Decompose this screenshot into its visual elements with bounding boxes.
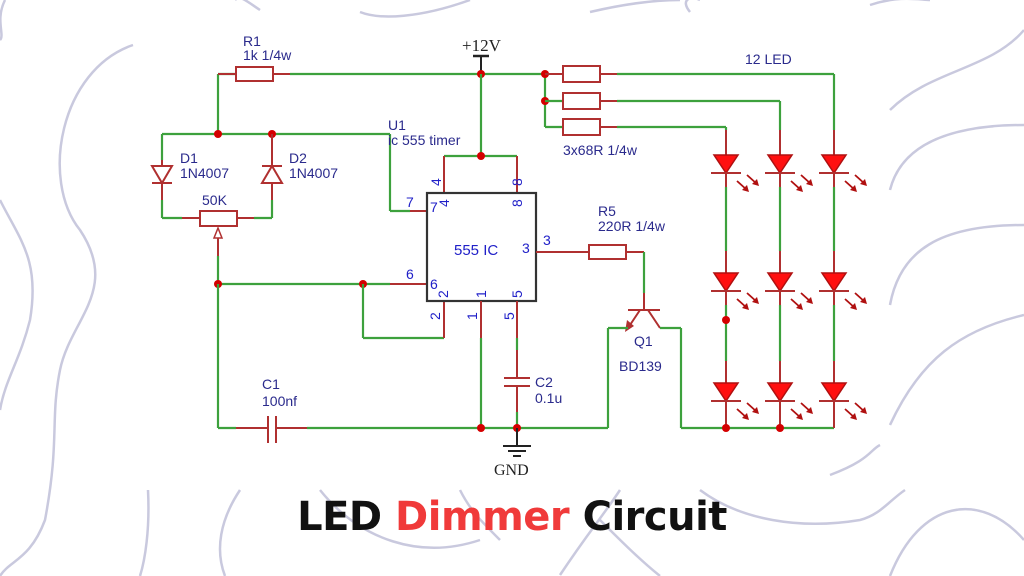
gnd-label: GND <box>494 462 529 479</box>
transistor-q1: Q1 BD139 <box>619 293 662 374</box>
pin-7-inner: 7 <box>430 199 438 215</box>
c1-value: 100nf <box>262 393 297 409</box>
pin-2-label: 2 <box>427 312 443 320</box>
led <box>819 272 867 310</box>
page-title: LED Dimmer Circuit <box>0 494 1024 540</box>
capacitor-c1: C1 100nf <box>218 376 307 443</box>
pin-3-label: 3 <box>543 232 551 248</box>
led <box>711 382 759 420</box>
r1-value: 1k 1/4w <box>243 47 292 63</box>
led <box>819 154 867 192</box>
led <box>765 382 813 420</box>
ic-555-timer: 555 IC U1 ic 555 timer 7 7 4 4 8 8 3 3 6… <box>388 117 570 320</box>
c2-ref: C2 <box>535 374 553 390</box>
junction <box>477 152 485 160</box>
capacitor-c2: C2 0.1u <box>504 350 562 412</box>
ic-body-label: 555 IC <box>454 242 498 259</box>
vcc-supply-symbol: +12V <box>462 36 502 74</box>
resistors-3x68r: 3x68R 1/4w <box>541 65 638 158</box>
vcc-label: +12V <box>462 36 502 55</box>
pin-6-inner: 6 <box>430 276 438 292</box>
pin-8-inner: 8 <box>509 199 525 207</box>
title-part-led: LED <box>297 494 396 540</box>
pin-3-inner: 3 <box>522 240 530 256</box>
q1-ref: Q1 <box>634 333 653 349</box>
r5-ref: R5 <box>598 203 616 219</box>
potentiometer-50k: 50K <box>162 192 272 256</box>
pot-value: 50K <box>202 192 228 208</box>
d2-ref: D2 <box>289 150 307 166</box>
title-part-circuit: Circuit <box>569 494 728 540</box>
pin-5-label: 5 <box>501 312 517 320</box>
pin-6-label: 6 <box>406 266 414 282</box>
pin-8-label: 8 <box>509 178 525 186</box>
pin-5-inner: 5 <box>509 290 525 298</box>
led-array-label: 12 LED <box>745 51 792 67</box>
u1-ref: U1 <box>388 117 406 133</box>
junction <box>776 424 784 432</box>
title-part-dimmer: Dimmer <box>395 494 570 540</box>
d1-value: 1N4007 <box>180 165 229 181</box>
pin-1-inner: 1 <box>473 290 489 298</box>
junction <box>722 316 730 324</box>
diode-d2: D2 1N4007 <box>260 134 338 218</box>
junction <box>477 424 485 432</box>
pin-4-inner: 4 <box>436 199 452 207</box>
led <box>819 382 867 420</box>
d2-value: 1N4007 <box>289 165 338 181</box>
pin-4-label: 4 <box>428 178 444 186</box>
c2-value: 0.1u <box>535 390 562 406</box>
pin-1-label: 1 <box>464 312 480 320</box>
r5-value: 220R 1/4w <box>598 218 666 234</box>
r-led-value: 3x68R 1/4w <box>563 142 638 158</box>
junction <box>722 424 730 432</box>
led-array <box>711 127 867 432</box>
d1-ref: D1 <box>180 150 198 166</box>
led <box>765 272 813 310</box>
c1-ref: C1 <box>262 376 280 392</box>
r1-ref: R1 <box>243 33 261 49</box>
led <box>711 154 759 192</box>
diode-d1: D1 1N4007 <box>150 134 229 218</box>
led <box>711 272 759 310</box>
u1-value: ic 555 timer <box>388 132 461 148</box>
led <box>765 154 813 192</box>
q1-value: BD139 <box>619 358 662 374</box>
resistor-r1: R1 1k 1/4w <box>216 33 292 134</box>
ground-symbol: GND <box>494 428 531 479</box>
resistor-r5: R5 220R 1/4w <box>570 203 666 260</box>
pin-7-label: 7 <box>406 194 414 210</box>
pin-2-inner: 2 <box>435 290 451 298</box>
junction <box>214 130 222 138</box>
